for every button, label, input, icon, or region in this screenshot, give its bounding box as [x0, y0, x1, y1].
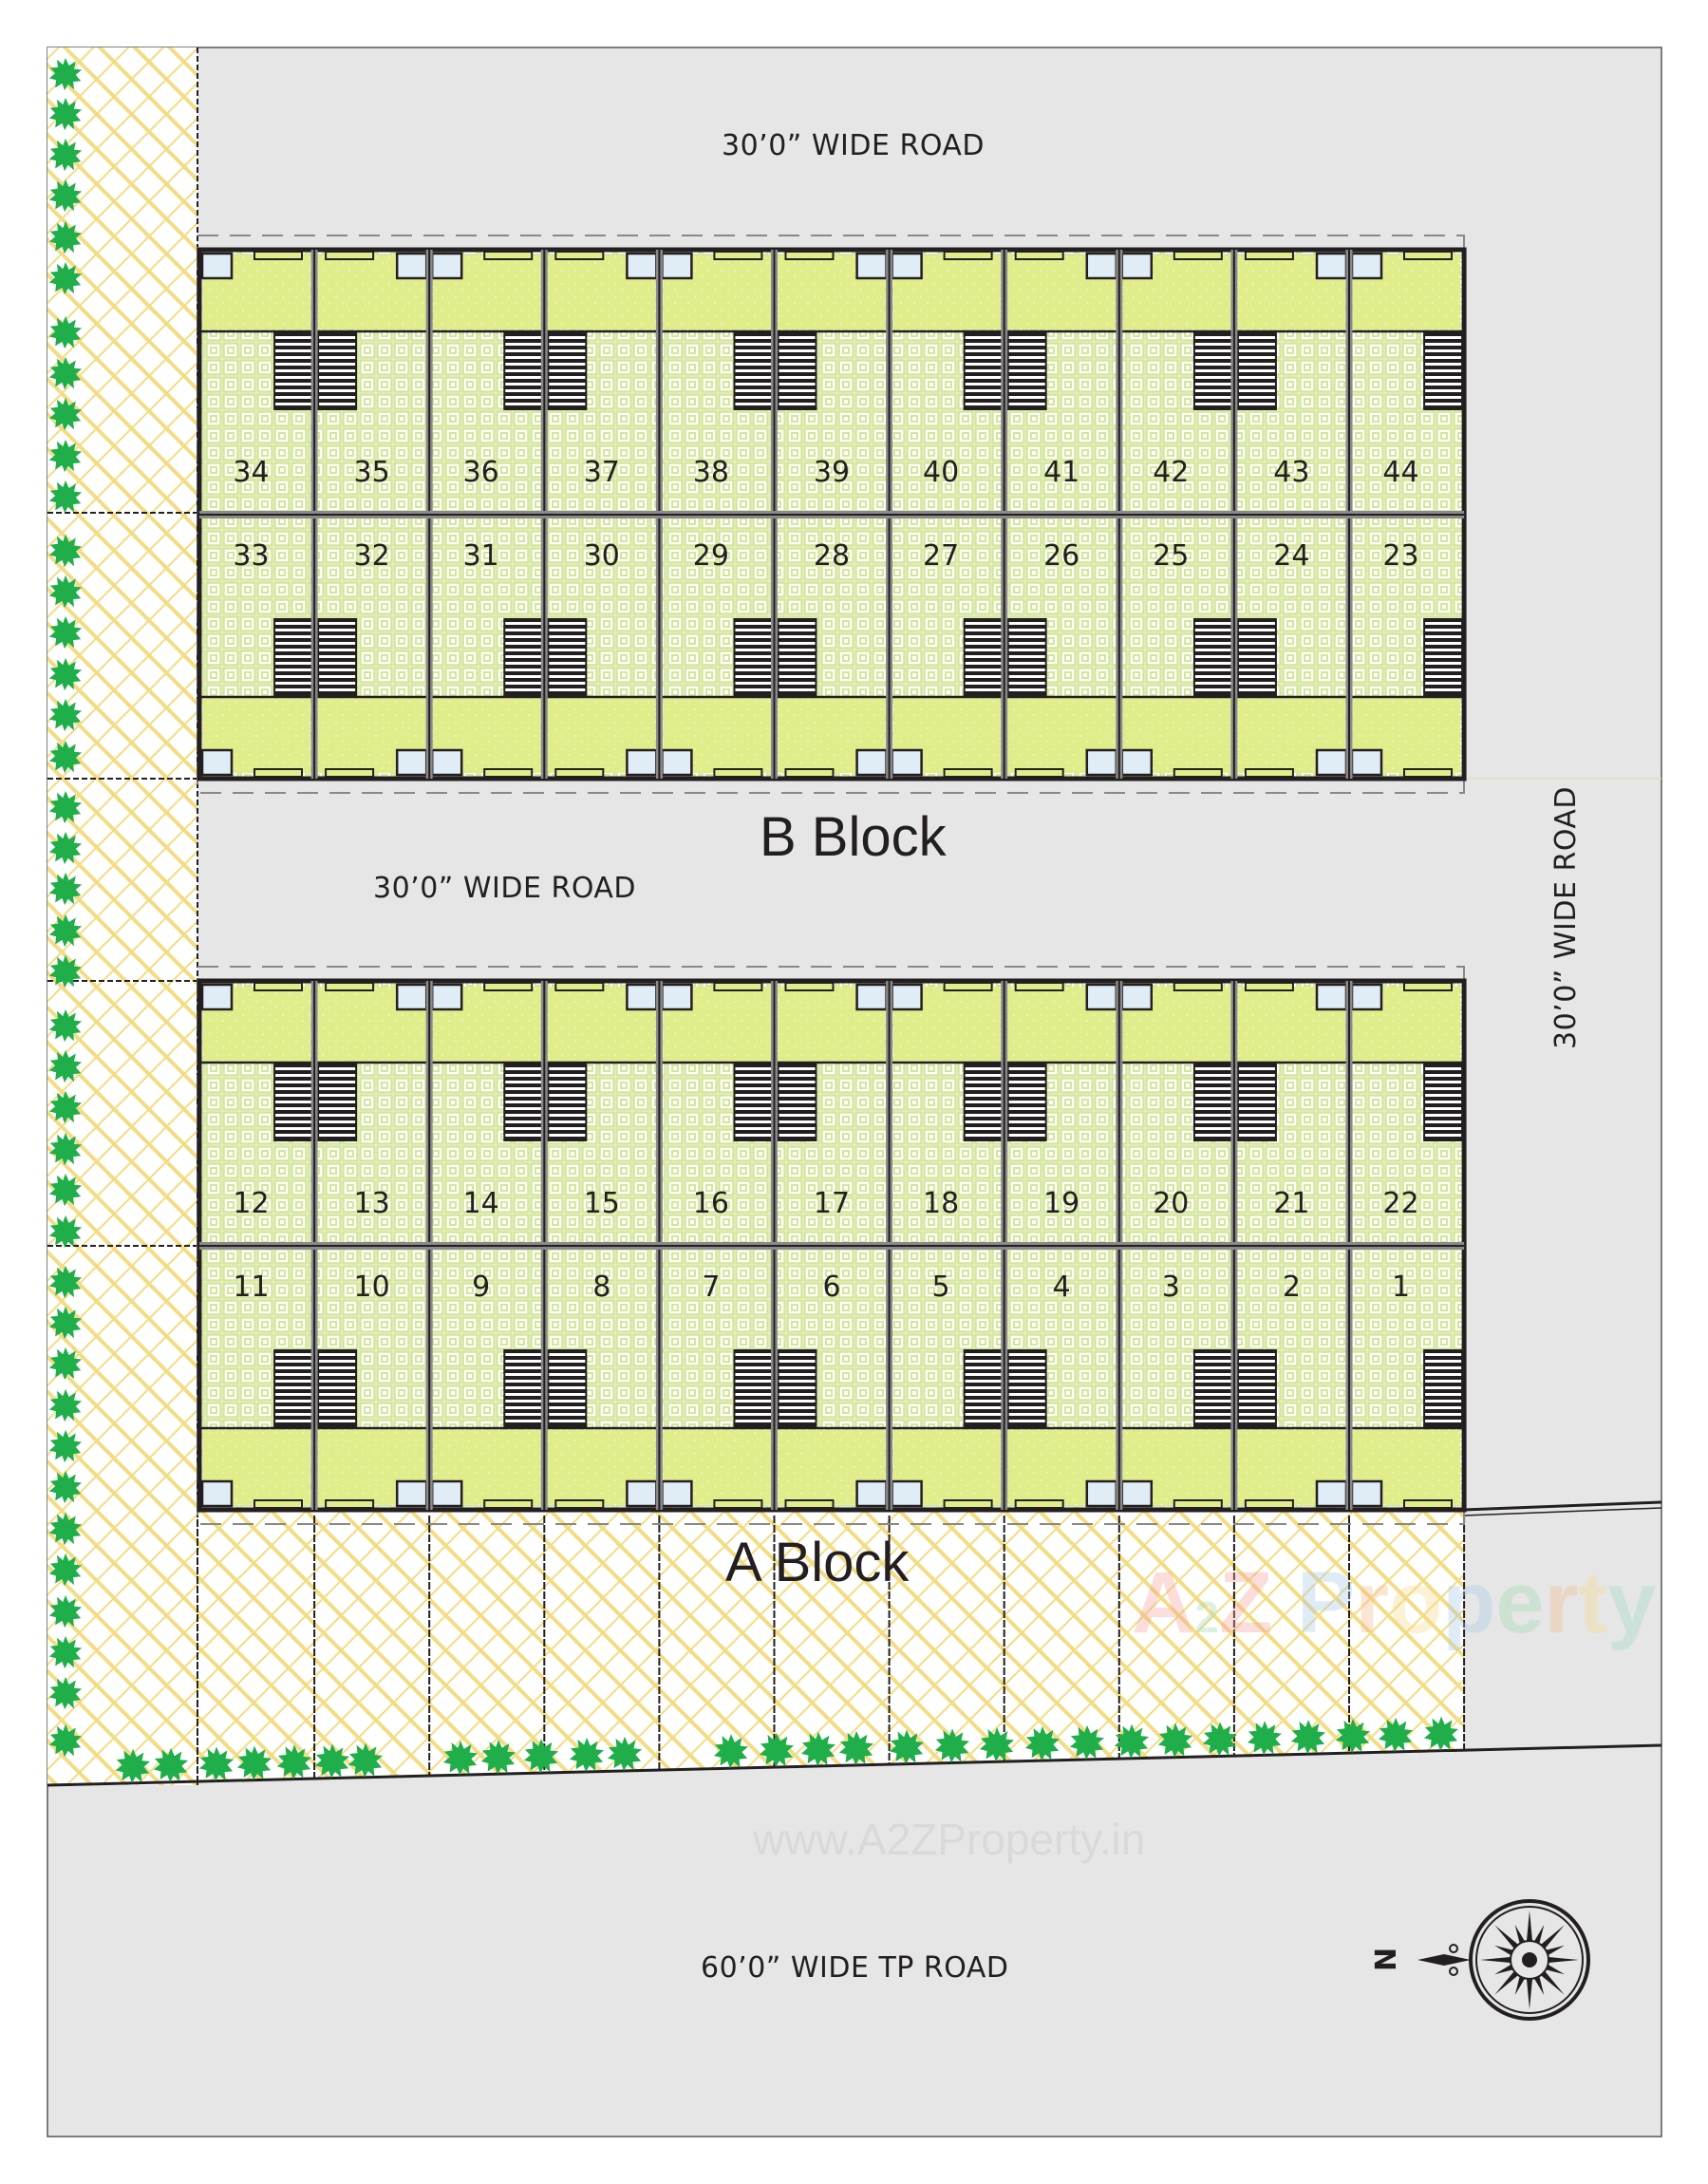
- plot-a-16[interactable]: 16: [692, 1187, 729, 1220]
- a-block-label: A Block: [725, 1532, 910, 1593]
- plot-b-40[interactable]: 40: [923, 456, 960, 489]
- plot-b-38[interactable]: 38: [692, 456, 729, 489]
- watermark-letter: y: [1607, 1554, 1657, 1651]
- plot-a-5[interactable]: 5: [931, 1271, 950, 1304]
- watermark-letter: t: [1578, 1554, 1608, 1651]
- plot-a-12[interactable]: 12: [233, 1187, 270, 1220]
- plot-b-29[interactable]: 29: [692, 539, 729, 573]
- plot-b-31[interactable]: 31: [462, 539, 499, 573]
- watermark-letter: A: [1132, 1554, 1195, 1651]
- front-garden: [47, 1510, 1464, 1785]
- b-block-label: B Block: [760, 806, 947, 868]
- plot-a-3[interactable]: 3: [1161, 1271, 1180, 1304]
- watermark-logo: A2Z Property: [1132, 1553, 1656, 1653]
- plot-a-9[interactable]: 9: [472, 1271, 491, 1304]
- plot-b-32[interactable]: 32: [353, 539, 390, 573]
- plot-b-35[interactable]: 35: [353, 456, 390, 489]
- watermark-letter: P: [1296, 1554, 1356, 1651]
- plot-a-7[interactable]: 7: [702, 1271, 721, 1304]
- middle-road-label: 30’0” WIDE ROAD: [373, 872, 637, 905]
- plot-b-36[interactable]: 36: [462, 456, 499, 489]
- b-block-plots: [197, 247, 1467, 781]
- plot-a-1[interactable]: 1: [1391, 1271, 1411, 1304]
- plot-b-30[interactable]: 30: [583, 539, 620, 573]
- plot-a-21[interactable]: 21: [1273, 1187, 1310, 1220]
- plot-b-27[interactable]: 27: [923, 539, 960, 573]
- plot-b-41[interactable]: 41: [1043, 456, 1080, 489]
- plot-a-19[interactable]: 19: [1043, 1187, 1080, 1220]
- plot-a-13[interactable]: 13: [353, 1187, 390, 1220]
- plot-b-23[interactable]: 23: [1382, 539, 1419, 573]
- watermark-url: www.A2ZProperty.in: [753, 1815, 1146, 1864]
- plot-b-44[interactable]: 44: [1382, 456, 1419, 489]
- watermark-letter: 2: [1194, 1592, 1220, 1642]
- watermark-letter: p: [1442, 1554, 1496, 1651]
- watermark-letter: o: [1389, 1554, 1443, 1651]
- plot-a-14[interactable]: 14: [462, 1187, 499, 1220]
- plot-a-11[interactable]: 11: [233, 1271, 270, 1304]
- plot-b-34[interactable]: 34: [233, 456, 270, 489]
- plot-a-22[interactable]: 22: [1382, 1187, 1419, 1220]
- plot-b-43[interactable]: 43: [1273, 456, 1310, 489]
- top-road-label: 30’0” WIDE ROAD: [722, 129, 985, 162]
- plot-a-8[interactable]: 8: [592, 1271, 611, 1304]
- plot-b-39[interactable]: 39: [813, 456, 851, 489]
- watermark-letter: e: [1495, 1554, 1545, 1651]
- plot-b-37[interactable]: 37: [583, 456, 620, 489]
- plot-a-10[interactable]: 10: [353, 1271, 390, 1304]
- a-block-plots: [197, 978, 1467, 1513]
- right-road-label: 30’0” WIDE ROAD: [1549, 785, 1583, 1049]
- plot-b-42[interactable]: 42: [1153, 456, 1190, 489]
- plot-b-26[interactable]: 26: [1043, 539, 1080, 573]
- watermark-letter: Z: [1219, 1554, 1273, 1651]
- plot-a-17[interactable]: 17: [813, 1187, 851, 1220]
- watermark-letter: r: [1355, 1554, 1389, 1651]
- plot-b-24[interactable]: 24: [1273, 539, 1310, 573]
- plot-a-20[interactable]: 20: [1153, 1187, 1190, 1220]
- plot-a-18[interactable]: 18: [923, 1187, 960, 1220]
- plot-b-25[interactable]: 25: [1153, 539, 1190, 573]
- plot-a-2[interactable]: 2: [1282, 1271, 1301, 1304]
- watermark-letter: [1272, 1554, 1297, 1651]
- plot-b-33[interactable]: 33: [233, 539, 270, 573]
- plot-a-6[interactable]: 6: [822, 1271, 841, 1304]
- watermark-letter: r: [1544, 1554, 1579, 1651]
- north-label: N: [1370, 1947, 1404, 1972]
- compass-rose-icon: [1417, 1899, 1590, 2021]
- plot-a-15[interactable]: 15: [583, 1187, 620, 1220]
- plot-b-28[interactable]: 28: [813, 539, 851, 573]
- bottom-road-label: 60’0” WIDE TP ROAD: [701, 1951, 1009, 1985]
- plot-a-4[interactable]: 4: [1052, 1271, 1071, 1304]
